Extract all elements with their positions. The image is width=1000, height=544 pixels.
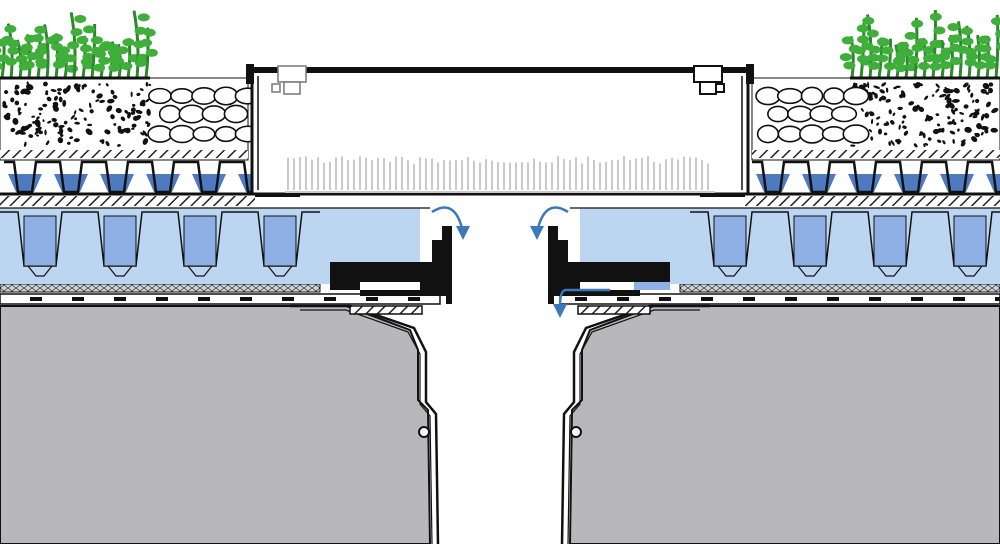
water-retention-board [0,207,1000,284]
clamp-bolt-left [418,426,430,438]
gravel-layer [147,86,870,144]
concrete-slab-right [568,305,1000,544]
vegetation-layer [0,10,1000,80]
drainage-element [0,160,1000,206]
concrete-slab-left [0,305,432,544]
drain-cups-right [752,160,1000,194]
vent-cap-icon [271,65,307,95]
filter-comb [287,156,709,190]
drain-flange-left [349,305,423,315]
retention-cups-left [0,211,320,277]
roof-drain-body [290,304,710,544]
drain-flange-right [577,305,651,315]
water-flow-arrows [431,206,610,318]
curved-flow-arrow-icon [431,206,470,240]
concrete-slab [0,305,1000,544]
vent-cap-icon [693,65,725,95]
curved-flow-arrow-icon [530,206,569,240]
inspection-chamber-box [250,68,750,196]
clamp-bolt-right [570,426,582,438]
retention-cups-right [690,211,1000,277]
plants-left [0,10,158,79]
waterproofing-layer [0,283,1000,305]
inspection-chamber [246,64,754,196]
drain-inspection-ring [330,226,670,304]
plants-right [839,10,1000,79]
curved-flow-arrow-icon [553,288,610,318]
